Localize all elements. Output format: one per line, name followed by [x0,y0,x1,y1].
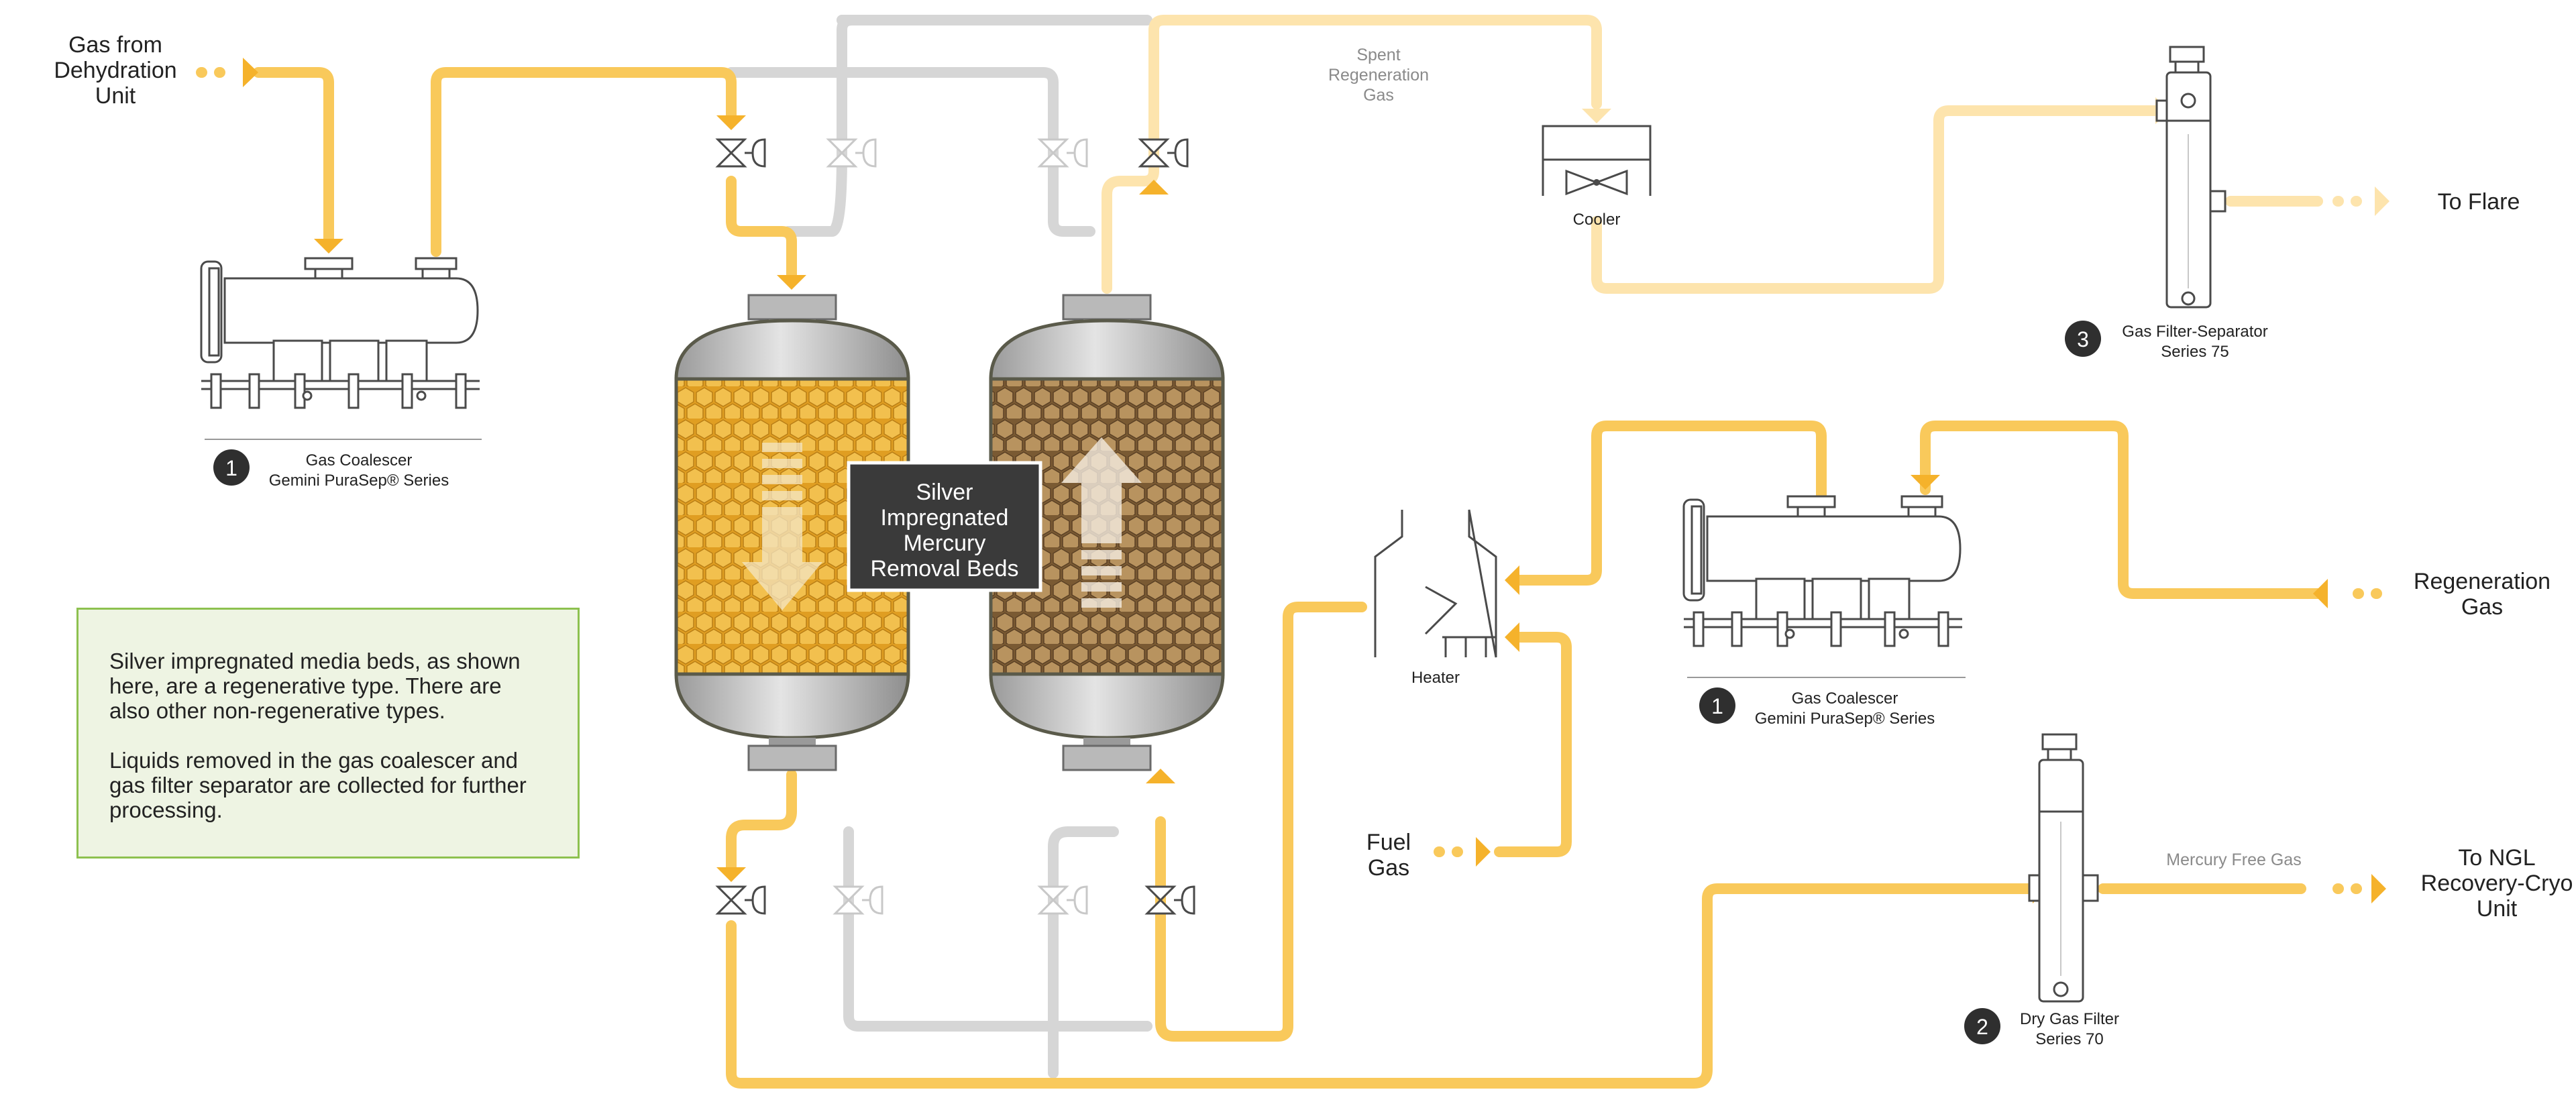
fuel-gas-label-line1: Fuel [1366,830,1411,855]
inlet-label-line3: Unit [95,83,136,109]
regen-gas-label: Regeneration Gas [2414,569,2551,620]
dry-gas-filter-name: Dry Gas Filter [2020,1010,2119,1028]
arrow-ngl [2371,874,2386,903]
valve-bottom-2 [833,885,883,915]
info-note-paragraph-2: Liquids removed in the gas coalescer and… [109,748,527,822]
valve-top-2 [826,138,877,168]
flow-down-icon [742,443,822,610]
beds-label-line1: Silver [916,480,973,505]
info-note-paragraph-1: Silver impregnated media beds, as shown … [109,649,521,723]
cooler-icon [1542,125,1652,196]
coalescer-top-series: Gemini PuraSep® Series [269,472,449,490]
valve-bottom-3 [1037,885,1088,915]
inlet-label-line1: Gas from [68,32,162,58]
arrow-heater-in-top [1505,565,1519,595]
coalescer-mid-caption: 1 Gas Coalescer Gemini PuraSep® Series [1699,687,1935,728]
beds-label-line3: Mercury [904,531,986,556]
arrow-heater-in-bottom [1505,622,1519,652]
ngl-label-line2: Recovery-Cryo [2421,871,2573,896]
arrow-valve-bottom-left [716,867,746,882]
filter-separator-caption: 3 Gas Filter-Separator Series 75 [2065,321,2268,361]
arrow-valve-top-left [716,115,746,130]
coalescer-top-name: Gas Coalescer [306,451,413,470]
ngl-label-line1: To NGL [2458,845,2535,871]
regen-gas-label-line1: Regeneration [2414,569,2551,594]
fuel-gas-label: Fuel Gas [1366,830,1411,881]
arrow-cooler-in [1582,109,1611,123]
heater-icon [1374,509,1497,658]
beds-label-box: Silver Impregnated Mercury Removal Beds [847,461,1042,592]
arrow-flare [2375,186,2390,216]
cooler-label: Cooler [1573,211,1621,229]
coalescer-mid-icon [1682,495,1966,678]
arrow-bed-left-top [777,275,806,290]
beds-label-line2: Impregnated [881,505,1009,531]
dry-gas-filter-icon [2028,733,2099,1003]
coalescer-top-badge: 1 [225,456,237,480]
arrow-coalescer-mid-in [1911,475,1940,490]
spent-gas-label-line2: Regeneration [1328,66,1429,85]
to-flare-label: To Flare [2438,189,2520,215]
ngl-label-line3: Unit [2477,896,2518,922]
filter-separator-icon [2155,46,2226,309]
valve-bottom-4 [1144,885,1195,915]
coalescer-mid-name: Gas Coalescer [1792,689,1898,708]
bed-left [674,294,910,771]
spent-gas-label: Spent Regeneration Gas [1328,46,1429,105]
fuel-gas-label-line2: Gas [1368,855,1409,881]
inlet-label: Gas from Dehydration Unit [54,32,176,109]
arrow-coalescer-in [314,239,343,254]
spent-gas-label-line3: Gas [1363,86,1394,105]
valve-top-4 [1138,138,1189,168]
filter-separator-series: Series 75 [2161,343,2229,361]
spent-gas-label-line1: Spent [1356,46,1400,64]
dry-gas-filter-caption: 2 Dry Gas Filter Series 70 [1964,1008,2119,1048]
valve-top-3 [1037,138,1088,168]
beds-label-line4: Removal Beds [870,556,1018,582]
dry-gas-filter-badge: 2 [1976,1015,1988,1039]
regen-gas-label-line2: Gas [2461,594,2503,620]
arrow-inlet [243,58,258,87]
arrow-regen-in [2313,579,2328,608]
coalescer-top-icon [200,257,482,440]
arrow-bed-right-bottom [1146,769,1175,783]
mercury-free-label: Mercury Free Gas [2166,850,2301,869]
process-lines [196,67,2394,1089]
coalescer-mid-series: Gemini PuraSep® Series [1755,710,1935,728]
spent-gas-lines [1102,15,2373,294]
ngl-label: To NGL Recovery-Cryo Unit [2421,845,2573,922]
dry-gas-filter-series: Series 70 [2035,1030,2103,1048]
inlet-label-line2: Dehydration [54,58,176,83]
flow-up-icon [1061,437,1142,608]
arrow-fuel [1476,837,1491,867]
heater-label: Heater [1411,669,1460,687]
filter-separator-badge: 3 [2077,327,2089,351]
valve-top-1 [715,138,766,168]
info-note: Silver impregnated media beds, as shown … [76,608,580,859]
valve-bottom-1 [715,885,766,915]
arrow-valve-top-right [1139,180,1169,195]
coalescer-top-caption: 1 Gas Coalescer Gemini PuraSep® Series [213,449,449,490]
coalescer-mid-badge: 1 [1711,694,1723,718]
filter-separator-name: Gas Filter-Separator [2122,323,2267,341]
